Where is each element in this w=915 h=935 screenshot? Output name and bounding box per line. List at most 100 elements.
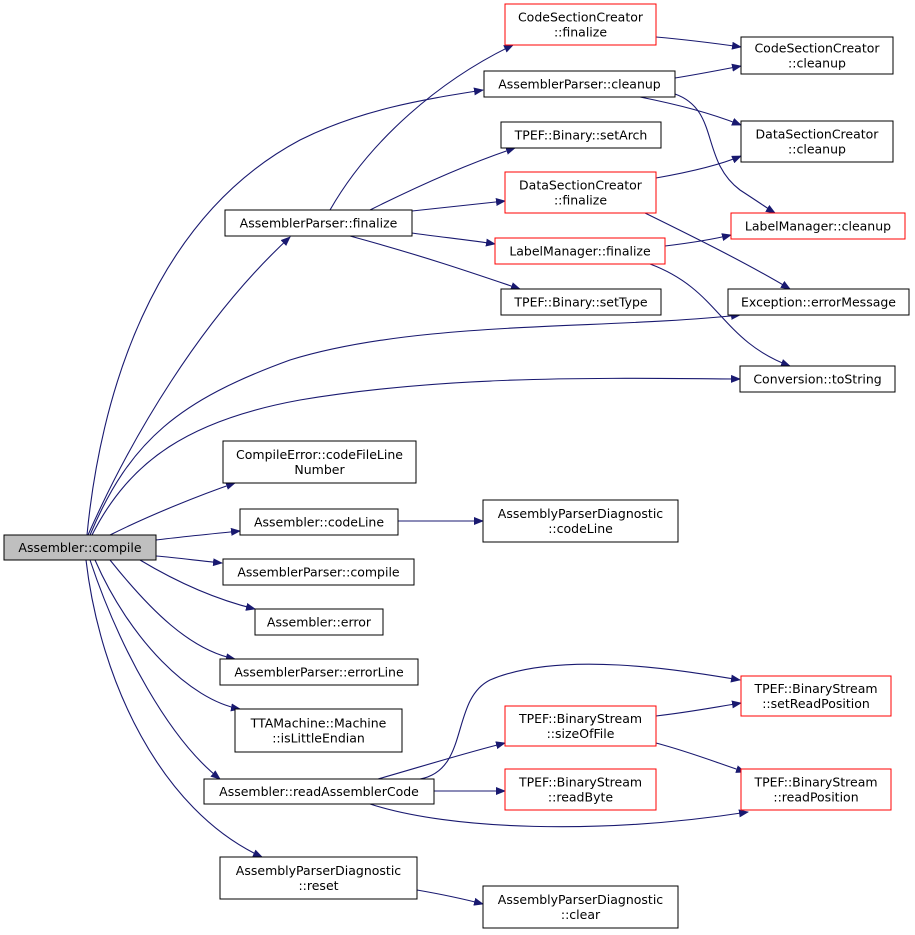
- edge-compile-to-asmCodeLine: [155, 527, 241, 541]
- node-lmFinalize[interactable]: LabelManager::finalize: [494, 237, 666, 265]
- node-label: TPEF::Binary::setArch: [514, 128, 648, 143]
- node-codeSecFinalize[interactable]: CodeSectionCreator::finalize: [504, 3, 657, 46]
- node-label: ::codeLine: [548, 521, 613, 536]
- node-lmCleanup[interactable]: LabelManager::cleanup: [730, 212, 906, 240]
- node-box: [504, 171, 657, 214]
- node-label: TPEF::BinaryStream: [753, 775, 877, 790]
- node-box: [239, 508, 399, 536]
- edges-layer: [85, 36, 791, 906]
- edge-apFinalize-to-dataSecFinalize: [411, 198, 506, 212]
- node-label: ::readPosition: [773, 790, 858, 805]
- node-readAsmCode[interactable]: Assembler::readAssemblerCode: [203, 778, 435, 805]
- node-box: [504, 768, 657, 811]
- node-apCleanup[interactable]: AssemblerParser::cleanup: [483, 70, 676, 98]
- node-label: AssemblerParser::cleanup: [498, 77, 661, 92]
- edge-sizeOfFile-to-setReadPos: [655, 700, 742, 717]
- edge-dataSecFinalize-to-dataSecCleanup: [655, 155, 742, 179]
- node-setType[interactable]: TPEF::Binary::setType: [500, 288, 662, 316]
- edge-readAsmCode-to-readPos: [369, 803, 749, 828]
- edge-compile-to-apdReset: [85, 559, 263, 858]
- nodes-layer: Assembler::compile CodeSectionCreator::fi…: [3, 3, 910, 929]
- node-box: [483, 70, 676, 98]
- node-box: [740, 120, 894, 163]
- node-label: LabelManager::finalize: [509, 244, 651, 259]
- node-label: DataSectionCreator: [756, 127, 880, 142]
- node-label: ::readByte: [548, 790, 613, 805]
- edge-compile-to-errorMessage: [89, 311, 741, 536]
- node-box: [500, 288, 662, 316]
- node-label: TPEF::BinaryStream: [518, 775, 642, 790]
- node-codeSecCleanup[interactable]: CodeSectionCreator::cleanup: [740, 36, 894, 75]
- node-apdCodeLine[interactable]: AssemblyParserDiagnostic::codeLine: [482, 499, 679, 543]
- node-dataSecFinalize[interactable]: DataSectionCreator::finalize: [504, 171, 657, 214]
- edge-sizeOfFile-to-readPos: [655, 742, 746, 773]
- node-sizeOfFile[interactable]: TPEF::BinaryStream::sizeOfFile: [504, 705, 657, 747]
- node-box: [482, 885, 679, 929]
- node-asmError[interactable]: Assembler::error: [254, 608, 384, 636]
- node-isLittleEndian[interactable]: TTAMachine::Machine::isLittleEndian: [234, 708, 403, 753]
- node-label: AssemblyParserDiagnostic: [236, 863, 402, 878]
- edge-readAsmCode-to-setReadPos: [419, 663, 741, 780]
- node-box: [504, 3, 657, 46]
- node-box: [740, 768, 892, 811]
- node-compile: Assembler::compile: [3, 534, 157, 561]
- edge-apdReset-to-apdClear: [416, 889, 484, 906]
- edge-compile-to-asmError: [139, 559, 256, 611]
- node-box: [219, 658, 419, 686]
- node-toString[interactable]: Conversion::toString: [739, 365, 896, 393]
- node-apCompile[interactable]: AssemblerParser::compile: [222, 558, 415, 586]
- edge-apFinalize-to-lmFinalize: [411, 232, 496, 247]
- node-apdClear[interactable]: AssemblyParserDiagnostic::clear: [482, 885, 679, 929]
- node-box: [739, 365, 896, 393]
- node-label: AssemblerParser::compile: [237, 565, 400, 580]
- node-asmCodeLine[interactable]: Assembler::codeLine: [239, 508, 399, 536]
- edge-lmFinalize-to-lmCleanup: [664, 233, 732, 247]
- node-setReadPos[interactable]: TPEF::BinaryStream::setReadPosition: [740, 675, 892, 717]
- edge-apCleanup-to-dataSecCleanup: [639, 96, 742, 126]
- node-box: [222, 440, 417, 484]
- edge-readAsmCode-to-sizeOfFile: [377, 741, 506, 780]
- node-label: LabelManager::cleanup: [745, 219, 891, 234]
- node-errorMessage[interactable]: Exception::errorMessage: [727, 288, 910, 316]
- node-label: Number: [294, 462, 345, 477]
- edge-compile-to-apFinalize: [87, 236, 291, 536]
- node-apFinalize[interactable]: AssemblerParser::finalize: [224, 209, 413, 237]
- node-label: ::finalize: [554, 25, 607, 40]
- node-apdReset[interactable]: AssemblyParserDiagnostic::reset: [219, 856, 418, 900]
- edge-compile-to-codeFileLine: [109, 482, 236, 536]
- node-setArch[interactable]: TPEF::Binary::setArch: [500, 121, 662, 149]
- node-label: CodeSectionCreator: [518, 10, 644, 25]
- node-box: [3, 534, 157, 561]
- edge-lmFinalize-to-toString: [649, 263, 791, 367]
- node-box: [504, 705, 657, 747]
- node-label: AssemblerParser::finalize: [240, 216, 398, 231]
- node-label: ::sizeOfFile: [547, 726, 615, 741]
- node-box: [740, 675, 892, 717]
- edge-apFinalize-to-codeSecFinalize: [329, 44, 514, 211]
- node-readByte[interactable]: TPEF::BinaryStream::readByte: [504, 768, 657, 811]
- node-apErrorLine[interactable]: AssemblerParser::errorLine: [219, 658, 419, 686]
- node-box: [203, 778, 435, 805]
- node-box: [494, 237, 666, 265]
- edge-compile-to-isLittleEndian: [94, 559, 241, 712]
- edge-apFinalize-to-setArch: [369, 147, 516, 211]
- node-label: ::setReadPosition: [762, 696, 870, 711]
- node-label: ::cleanup: [788, 56, 846, 71]
- node-box: [482, 499, 679, 543]
- edge-compile-to-apCompile: [155, 555, 223, 567]
- node-label: TPEF::Binary::setType: [513, 295, 648, 310]
- node-readPos[interactable]: TPEF::BinaryStream::readPosition: [740, 768, 892, 811]
- edge-dataSecFinalize-to-errorMessage: [644, 212, 791, 290]
- node-box: [222, 558, 415, 586]
- node-label: CompileError::codeFileLine: [236, 447, 403, 462]
- node-label: Assembler::readAssemblerCode: [219, 784, 419, 799]
- edge-compile-to-readAsmCode: [89, 559, 221, 780]
- node-label: Conversion::toString: [753, 372, 881, 387]
- node-dataSecCleanup[interactable]: DataSectionCreator::cleanup: [740, 120, 894, 163]
- edge-compile-to-apCleanup: [86, 87, 484, 536]
- edge-apCleanup-to-lmCleanup: [674, 93, 776, 214]
- node-box: [254, 608, 384, 636]
- node-label: ::finalize: [554, 193, 607, 208]
- node-label: ::reset: [298, 878, 338, 893]
